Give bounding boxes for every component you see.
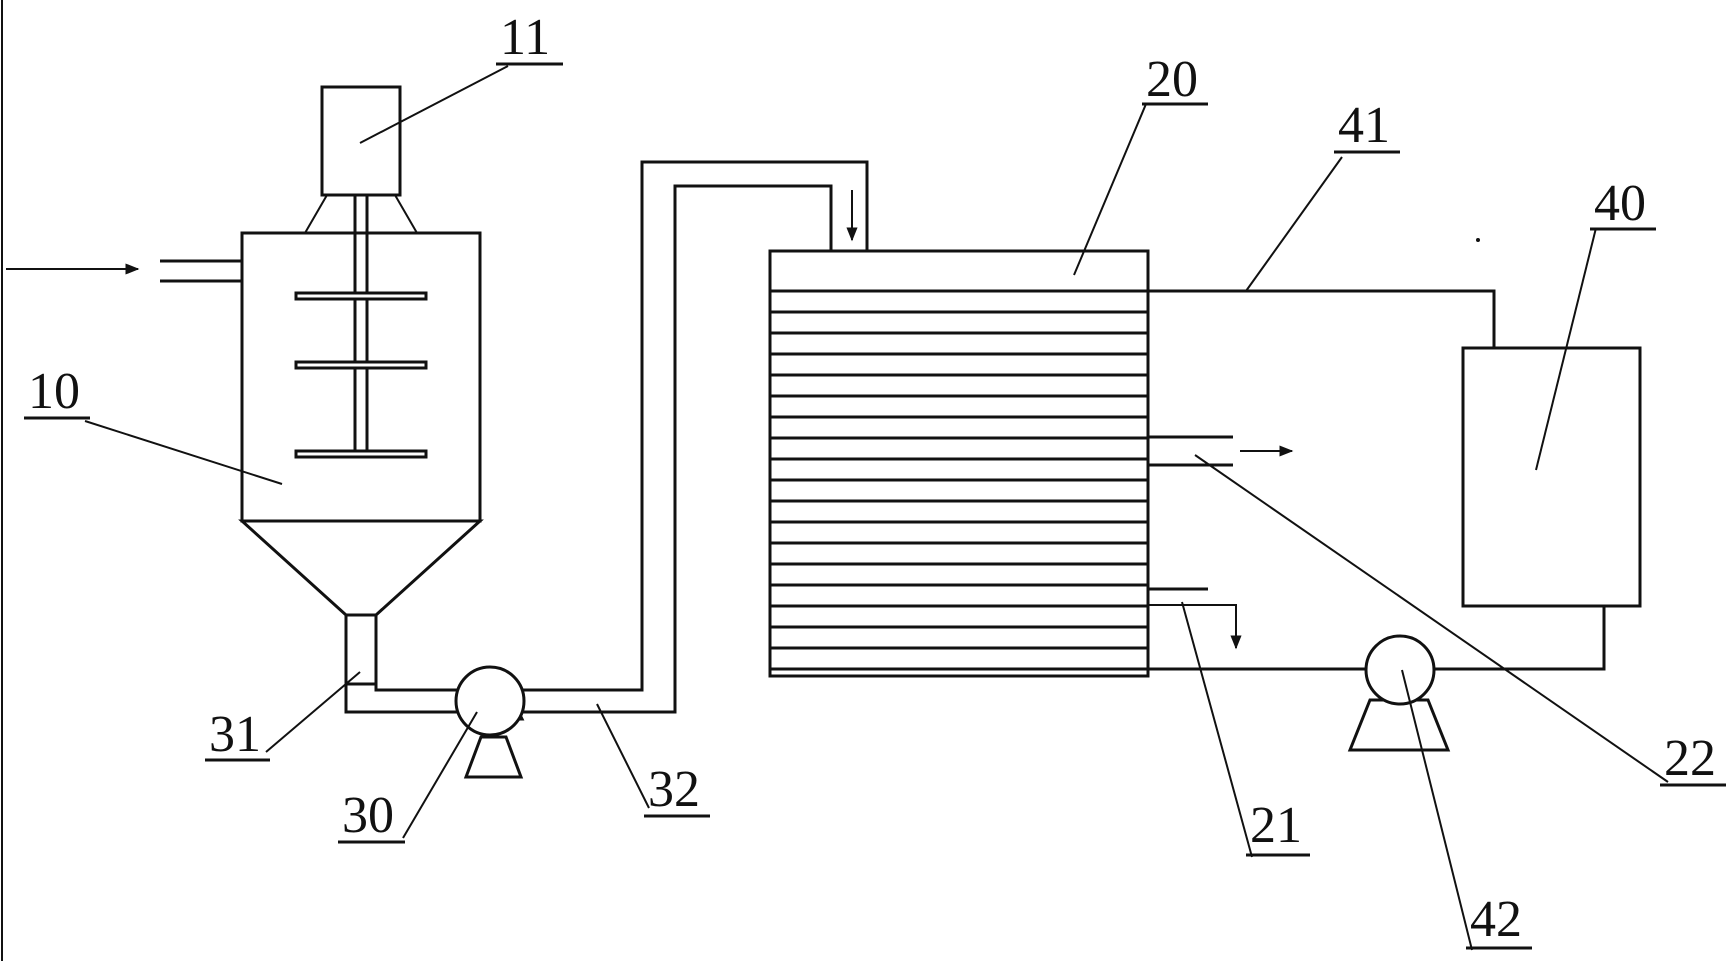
pipe-32-inner [520, 184, 833, 714]
stirrer-blade-3 [294, 449, 428, 459]
pump-30-body [454, 665, 526, 737]
label-21: 21 [1250, 797, 1302, 854]
return-line [1148, 606, 1606, 671]
pump-42-foot [1347, 698, 1451, 752]
motor-support-left [304, 194, 328, 234]
tank-cone [238, 519, 484, 617]
membrane-module [768, 249, 1294, 678]
label-42: 42 [1470, 891, 1522, 948]
motor-support-right [394, 194, 418, 234]
leader-20 [1073, 103, 1147, 276]
leader-22 [1194, 454, 1669, 783]
module-body [768, 249, 1150, 678]
leader-30 [402, 711, 478, 839]
cleaning-loop [1148, 289, 1642, 671]
leader-42 [1401, 669, 1473, 951]
tank-body [240, 231, 482, 523]
leader-21 [1181, 601, 1253, 858]
label-20: 20 [1146, 51, 1198, 108]
label-22: 22 [1664, 730, 1716, 787]
mixing-tank [6, 231, 484, 686]
pump-30-foot [463, 735, 524, 779]
pump-42-body [1364, 634, 1436, 706]
pump-42-icon [1347, 634, 1451, 752]
pipe-32-outer [520, 160, 869, 692]
leader-32 [596, 703, 650, 809]
line-41 [1148, 289, 1496, 348]
label-41: 41 [1338, 97, 1390, 154]
label-32: 32 [648, 761, 700, 818]
leader-10 [84, 420, 283, 485]
labels: 11 10 31 30 32 20 41 40 22 21 42 [24, 9, 1726, 950]
label-10: 10 [28, 363, 80, 420]
stirrer-blade-1 [294, 291, 428, 301]
pipe-31-bottom [344, 684, 458, 714]
leader-lines [84, 65, 1669, 951]
motor-box [320, 85, 402, 197]
feed-piping [344, 160, 869, 714]
membrane-stripes [770, 289, 1148, 671]
pump-30-icon [454, 665, 526, 779]
tank-outlet-pipe [344, 613, 378, 686]
pipe-31-top [374, 684, 458, 692]
leader-11 [359, 65, 509, 144]
leader-40 [1535, 227, 1597, 471]
outlet-21-bottom [1148, 604, 1237, 612]
label-31: 31 [209, 706, 261, 763]
label-30: 30 [342, 787, 394, 844]
label-11: 11 [500, 9, 550, 66]
stirrer-blade-2 [294, 360, 428, 370]
stray-dot [1476, 238, 1480, 242]
stirrer-icon [294, 85, 428, 459]
tank-40 [1461, 346, 1642, 608]
label-40: 40 [1594, 175, 1646, 232]
leader-31 [265, 671, 361, 753]
leader-41 [1245, 156, 1343, 292]
